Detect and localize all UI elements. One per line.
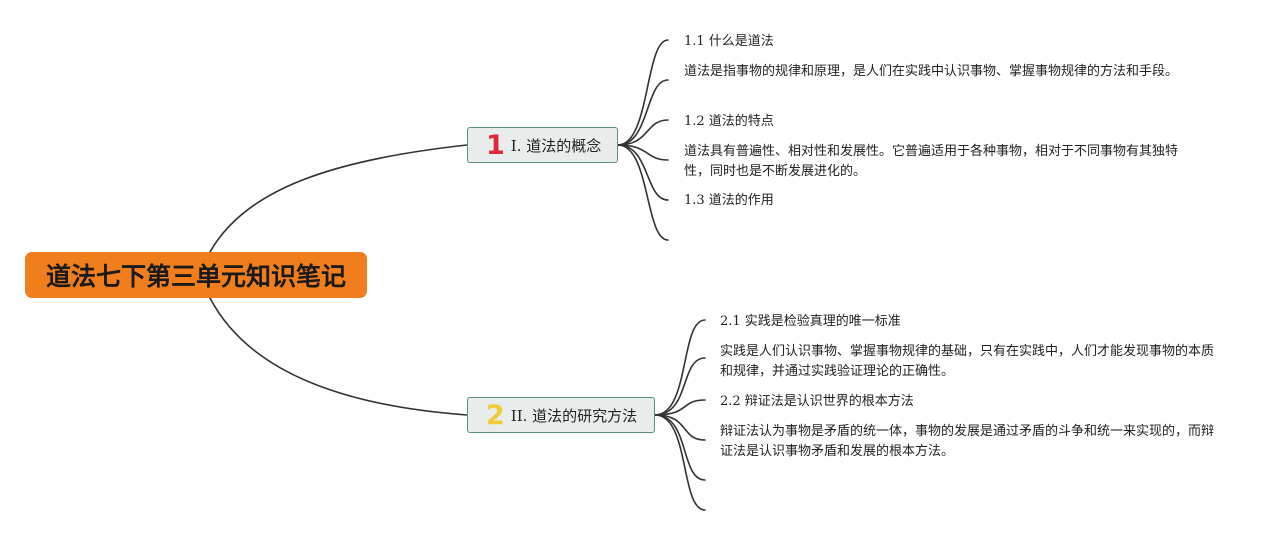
number-1-icon: 1 [486,129,505,161]
link-b1-leaf-2 [617,79,669,146]
link-root-branch-2 [209,297,468,416]
branch-label: II. 道法的研究方法 [510,406,638,425]
leaf-topic[interactable]: 道法是指事物的规律和原理，是人们在实践中认识事物、掌握事物规律的方法和手段。 [684,64,1179,79]
branch-topic-1[interactable]: 1 I. 道法的概念 [467,127,618,163]
leaf-topic[interactable]: 2.1 实践是检验真理的唯一标准 [720,314,901,329]
leaf-topic[interactable]: 1.2 道法的特点 [684,114,774,129]
branch-topic-2[interactable]: 2 II. 道法的研究方法 [467,397,655,433]
link-b2-leaf-2 [654,357,706,416]
link-b1-leaf-5 [617,144,669,201]
leaf-topic[interactable]: 1.3 道法的作用 [684,193,774,208]
leaf-topic[interactable]: 实践是人们认识事物、掌握事物规律的基础，只有在实践中，人们才能发现事物的本质和规… [720,344,1215,379]
root-topic[interactable]: 道法七下第三单元知识笔记 [25,252,367,298]
link-b1-leaf-6 [617,144,669,241]
leaf-topic[interactable]: 1.1 什么是道法 [684,34,774,49]
link-b1-leaf-1 [617,39,669,146]
leaf-topic[interactable]: 2.2 辩证法是认识世界的根本方法 [720,394,914,409]
leaf-topic[interactable]: 辩证法认为事物是矛盾的统一体，事物的发展是通过矛盾的斗争和统一来实现的，而辩证法… [720,424,1215,459]
link-b2-leaf-4 [654,414,706,441]
link-b1-leaf-3 [617,119,669,146]
link-b2-leaf-1 [654,319,706,416]
link-b1-leaf-4 [617,144,669,161]
branch-label: I. 道法的概念 [510,136,602,155]
number-2-icon: 2 [486,399,505,431]
link-b2-leaf-6 [654,414,706,511]
link-root-branch-1 [209,144,468,253]
root-title: 道法七下第三单元知识笔记 [45,262,346,291]
link-b2-leaf-3 [654,399,706,416]
leaf-topic[interactable]: 道法具有普遍性、相对性和发展性。它普遍适用于各种事物，相对于不同事物有其独特性，… [684,144,1179,179]
